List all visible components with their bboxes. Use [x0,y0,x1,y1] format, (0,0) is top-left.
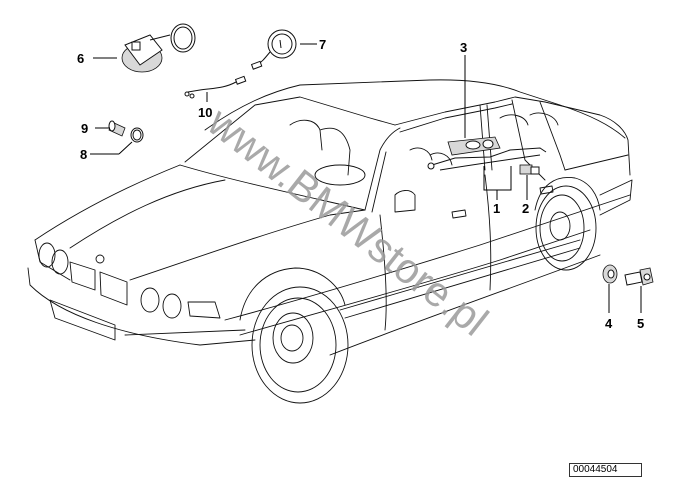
car-illustration [27,79,633,404]
part-8-sealing-ring[interactable] [130,127,144,143]
part-7-horn[interactable] [257,29,297,65]
callout-6[interactable]: 6 [77,51,84,66]
leader-lines [90,43,642,313]
callout-9[interactable]: 9 [81,121,88,136]
callout-5[interactable]: 5 [637,316,644,331]
part-4-washer[interactable] [602,264,618,284]
part-9-screw-plug[interactable] [108,120,126,137]
callout-3[interactable]: 3 [460,40,467,55]
callout-8[interactable]: 8 [80,147,87,162]
callout-2[interactable]: 2 [522,201,529,216]
callout-7[interactable]: 7 [319,37,326,52]
part-5-screw[interactable] [624,267,654,286]
callout-1[interactable]: 1 [493,201,500,216]
part-1-wiring[interactable] [427,147,547,171]
part-10-cable-adapter[interactable] [184,60,263,99]
part-2-connector[interactable] [519,164,540,175]
callout-4[interactable]: 4 [605,316,613,331]
part-6-horn-with-bracket[interactable] [121,23,196,73]
callout-10[interactable]: 10 [198,105,212,120]
callout-numbers: 6 7 10 9 8 3 1 2 4 5 [77,37,644,331]
diagram-reference-number: 00044504 [569,463,642,477]
part-3-control-unit[interactable] [447,136,501,156]
